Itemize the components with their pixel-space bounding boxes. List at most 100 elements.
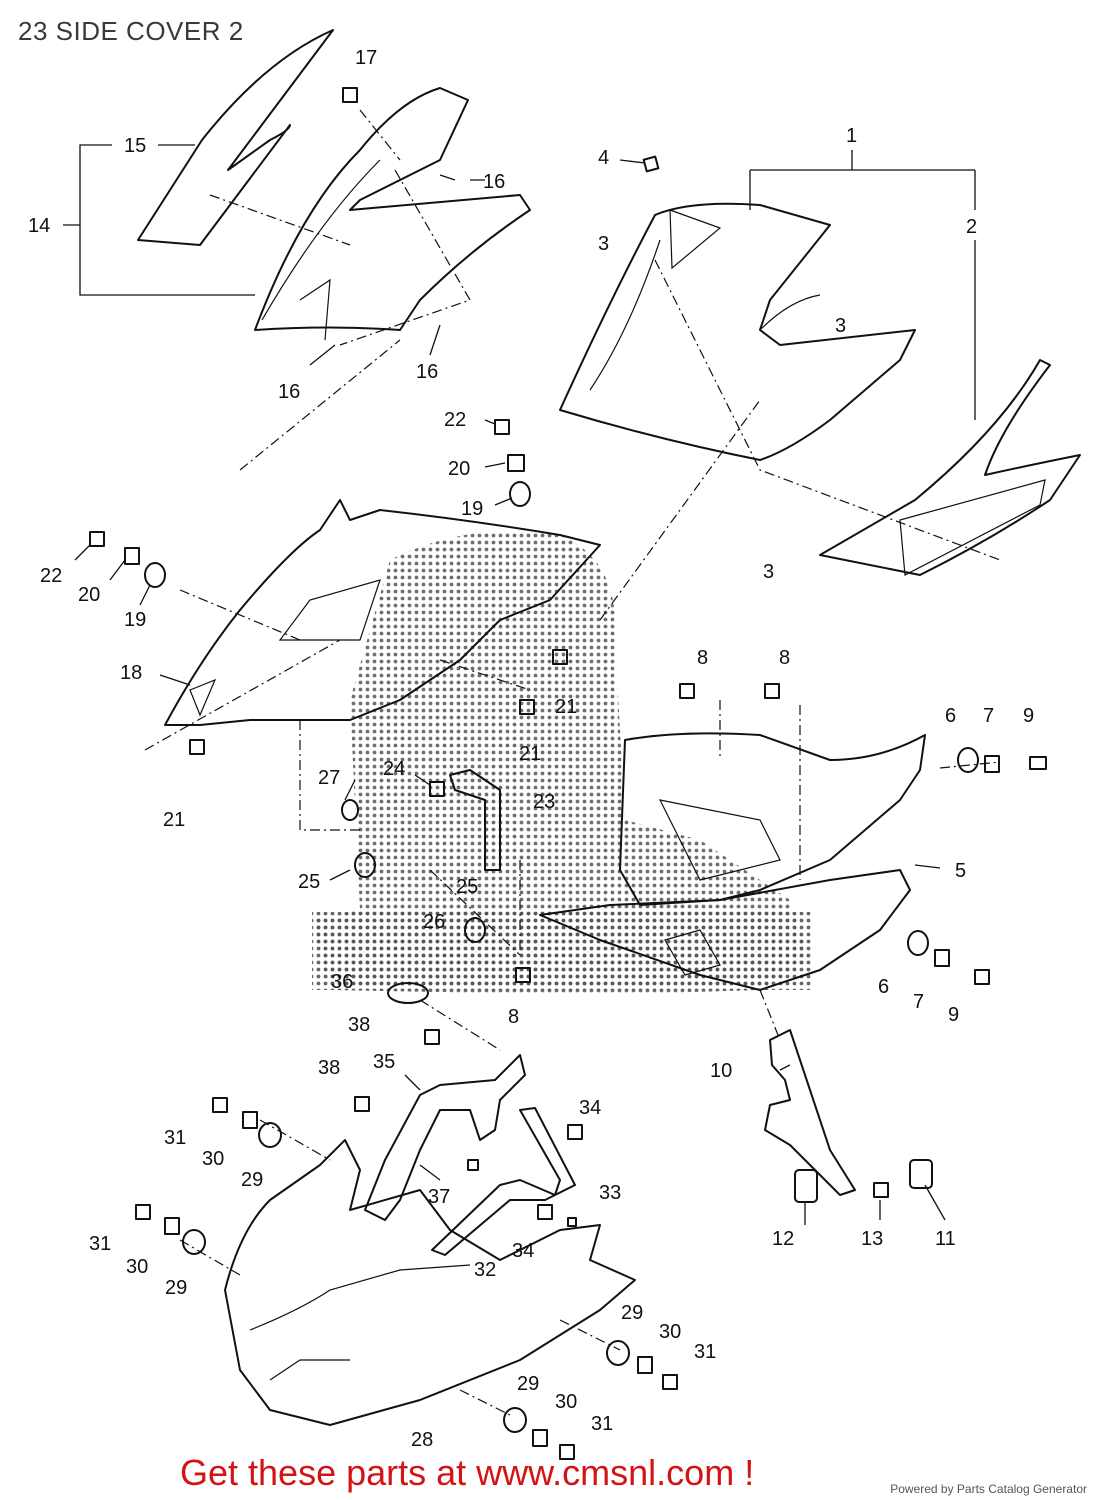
bolt-icon [519, 699, 535, 715]
bolt-icon [679, 683, 695, 699]
grommet-icon [606, 1340, 630, 1366]
callout-28: 28 [411, 1429, 433, 1451]
part-23-bracket [449, 769, 501, 871]
callout-22: 22 [444, 409, 466, 431]
bolt-icon [424, 1029, 440, 1045]
callout-3: 3 [598, 233, 609, 255]
bolt-icon [642, 155, 660, 173]
part-28-lower-cowl [224, 1139, 636, 1426]
collar-icon [637, 1356, 653, 1374]
callout-30: 30 [555, 1391, 577, 1413]
callout-29: 29 [165, 1277, 187, 1299]
callout-16: 16 [483, 171, 505, 193]
callout-21: 21 [519, 743, 541, 765]
collar-icon [507, 454, 525, 472]
callout-25: 25 [298, 871, 320, 893]
callout-12: 12 [772, 1228, 794, 1250]
bolt-icon [494, 419, 510, 435]
collar-icon [532, 1429, 548, 1447]
callout-29: 29 [621, 1302, 643, 1324]
callout-29: 29 [241, 1169, 263, 1191]
powered-by-text: Powered by Parts Catalog Generator [890, 1482, 1087, 1496]
callout-1: 1 [846, 125, 857, 147]
callout-31: 31 [164, 1127, 186, 1149]
callout-9: 9 [1023, 705, 1034, 727]
clamp-icon [387, 982, 429, 1004]
callout-35: 35 [373, 1051, 395, 1073]
grommet-icon [341, 799, 359, 821]
nut-icon [467, 1159, 479, 1171]
collar-icon [124, 547, 140, 565]
grommet-icon [464, 917, 486, 943]
grommet-icon [354, 852, 376, 878]
callout-14: 14 [28, 215, 50, 237]
callout-25: 25 [456, 876, 478, 898]
part-18-frame-cover [164, 499, 601, 726]
callout-16: 16 [278, 381, 300, 403]
grommet-icon [182, 1229, 206, 1255]
callout-2: 2 [966, 216, 977, 238]
grommet-icon [258, 1122, 282, 1148]
part-10-bracket [764, 1029, 856, 1196]
grommet-icon [957, 747, 979, 773]
callout-31: 31 [89, 1233, 111, 1255]
callout-30: 30 [202, 1148, 224, 1170]
callout-37: 37 [428, 1186, 450, 1208]
bolt-icon [135, 1204, 151, 1220]
callout-30: 30 [659, 1321, 681, 1343]
callout-6: 6 [945, 705, 956, 727]
callout-20: 20 [78, 584, 100, 606]
callout-11: 11 [935, 1228, 956, 1250]
part-35-bracket [364, 1054, 526, 1221]
bolt-icon [974, 969, 990, 985]
callout-34: 34 [512, 1240, 534, 1262]
bolt-icon [342, 87, 358, 103]
callout-23: 23 [533, 791, 555, 813]
nut-icon [567, 1217, 577, 1227]
callout-20: 20 [448, 458, 470, 480]
callout-32: 32 [474, 1259, 496, 1281]
collar-icon [794, 1169, 818, 1203]
callout-19: 19 [124, 609, 146, 631]
callout-8: 8 [779, 647, 790, 669]
part-2-decal [819, 359, 1081, 576]
callout-4: 4 [598, 147, 609, 169]
callouts: 1 2 3 3 3 4 5 6 6 7 7 8 8 8 9 9 10 11 12… [28, 47, 1034, 1451]
callout-31: 31 [694, 1341, 716, 1363]
bolt-icon [764, 683, 780, 699]
callout-17: 17 [355, 47, 377, 69]
bolt-icon [1029, 756, 1047, 770]
callout-5: 5 [955, 860, 966, 882]
bolt-icon [89, 531, 105, 547]
callout-34: 34 [579, 1097, 601, 1119]
callout-7: 7 [983, 705, 994, 727]
callout-31: 31 [591, 1413, 613, 1435]
callout-38: 38 [348, 1014, 370, 1036]
part-32-bracket [431, 1107, 576, 1256]
bolt-icon [212, 1097, 228, 1113]
callout-27: 27 [318, 767, 340, 789]
grommet-icon [907, 930, 929, 956]
callout-33: 33 [599, 1182, 621, 1204]
bolt-icon [429, 781, 445, 797]
grommet-icon [509, 481, 531, 507]
callout-18: 18 [120, 662, 142, 684]
callout-21: 21 [163, 809, 185, 831]
bolt-icon [354, 1096, 370, 1112]
collar-icon [984, 755, 1000, 773]
callout-10: 10 [710, 1060, 732, 1082]
bolt-icon [567, 1124, 583, 1140]
callout-8: 8 [508, 1006, 519, 1028]
bolt-icon [515, 967, 531, 983]
callout-13: 13 [861, 1228, 883, 1250]
callout-8: 8 [697, 647, 708, 669]
bolt-icon [559, 1444, 575, 1460]
fasteners [89, 87, 1047, 1460]
part-15-panel [137, 29, 334, 246]
callout-15: 15 [124, 135, 146, 157]
shop-link-banner[interactable]: Get these parts at www.cmsnl.com ! [180, 1452, 755, 1493]
bolt-icon [662, 1374, 678, 1390]
part-5-lower-cover [539, 732, 926, 991]
collar-icon [909, 1159, 933, 1189]
